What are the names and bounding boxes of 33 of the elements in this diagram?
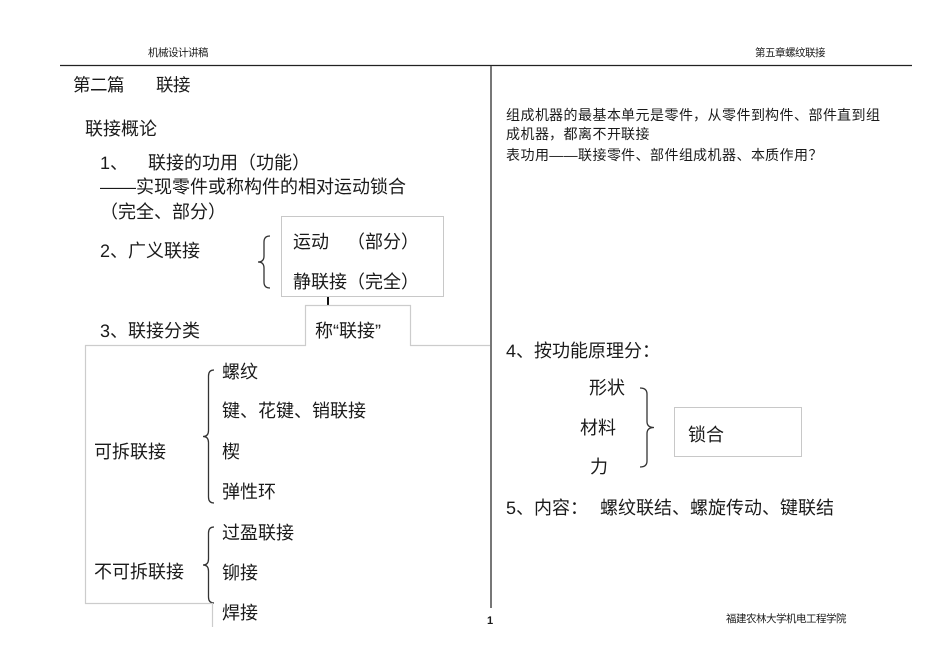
list-item: 弹性环 (222, 480, 276, 504)
list-item: 键、花键、销联接 (222, 400, 366, 422)
paragraph: 组成机器的最基本单元是零件，从零件到构件、部件直到组成机器，都离不开联接 (506, 106, 882, 144)
paragraph: 表功用——联接零件、部件组成机器、本质作用？ (506, 147, 823, 165)
page-footer: 福建农林大学机电工程学院 (726, 613, 846, 627)
node-text: 称“联接” (315, 320, 381, 342)
connector-line (327, 297, 329, 305)
outlined-box (674, 407, 802, 457)
category-label: 可拆联接 (94, 440, 166, 464)
list-item: 形状 (589, 376, 625, 400)
list-item: 过盈联接 (222, 522, 294, 544)
page-header: 第五章螺纹联接 (755, 47, 825, 61)
list-heading: 3、联接分类 (100, 320, 200, 342)
node-text: 静联接（完全） (293, 271, 419, 294)
list-item: 螺纹 (222, 360, 258, 384)
list-heading: 4、按功能原理分： (506, 340, 660, 362)
list-item: 力 (590, 456, 608, 478)
page-header: 机械设计讲稿 (148, 47, 208, 61)
subsection-heading: 联接概论 (85, 118, 157, 140)
list-heading: 5、内容： 螺纹联结、螺旋传动、键联结 (506, 496, 834, 520)
list-item: 材料 (580, 416, 616, 440)
list-heading: 2、广义联接 (100, 240, 200, 262)
node-text: 锁合 (688, 424, 724, 446)
category-label: 不可拆联接 (94, 560, 184, 584)
list-heading: 1、 联接的功用（功能） (100, 152, 310, 174)
page-number: 1 (487, 615, 494, 629)
paragraph: ——实现零件或称构件的相对运动锁合（完全、部分） (100, 176, 407, 224)
node-text: 运动 （部分） (293, 231, 420, 254)
list-item: 铆接 (222, 562, 258, 584)
list-item: 楔 (222, 440, 240, 464)
section-title: 第二篇 联接 (73, 75, 190, 97)
list-item: 焊接 (222, 602, 258, 624)
outlined-box (281, 216, 444, 297)
